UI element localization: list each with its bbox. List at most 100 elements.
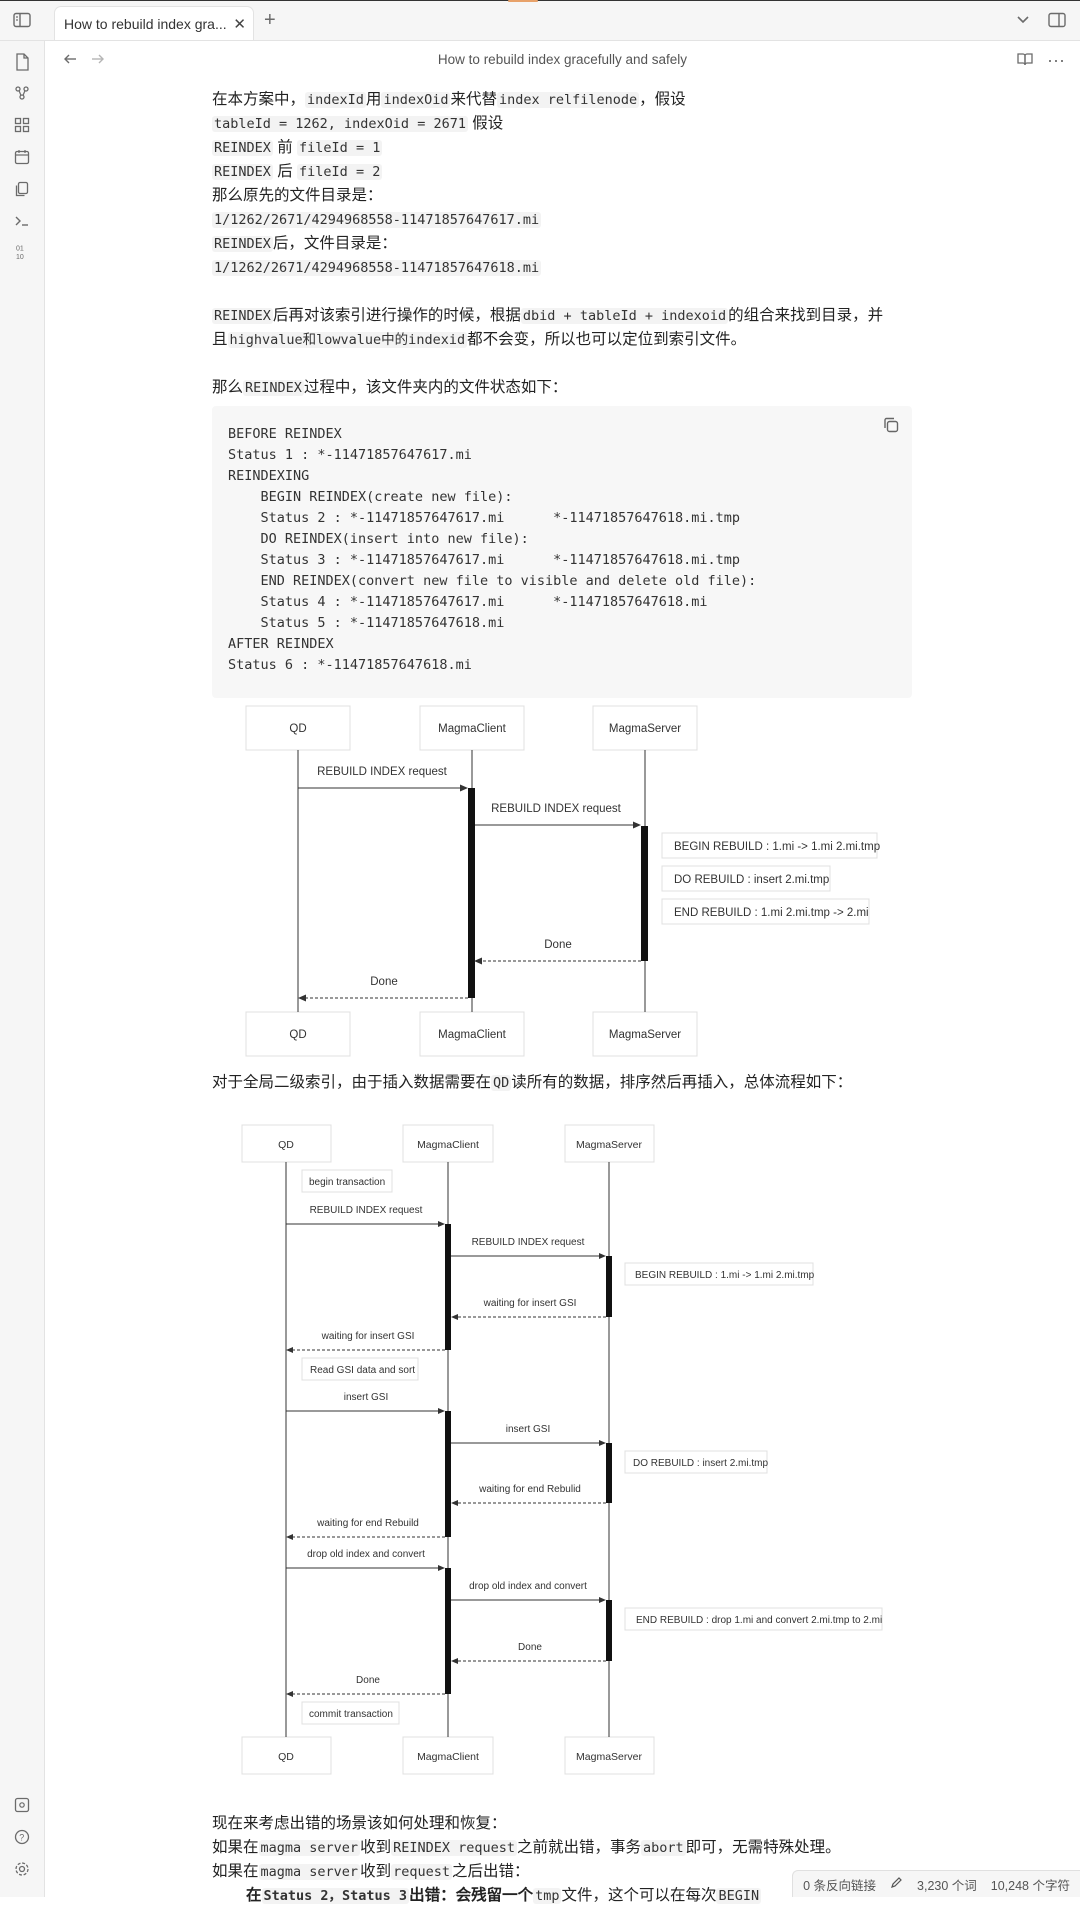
view-title[interactable]: How to rebuild index gracefully and safe… (437, 52, 688, 67)
tab-title: How to rebuild index gra... (64, 16, 227, 32)
arrow-head (298, 994, 306, 1002)
note-text: commit transaction (309, 1709, 393, 1720)
help-icon[interactable]: ? (0, 1829, 44, 1849)
copy-icon[interactable] (882, 416, 900, 439)
blank-line (212, 280, 912, 304)
note-text: BEGIN REBUILD : 1.mi -> 1.mi 2.mi.tmp (674, 841, 880, 853)
tab-bar: How to rebuild index gra... ✕ + (0, 0, 1080, 41)
note-box (624, 1262, 814, 1286)
arrow-head (599, 1597, 606, 1603)
actor-box (564, 1124, 655, 1163)
arrow-head (599, 1253, 606, 1259)
actor-label: MagmaClient (417, 1139, 479, 1151)
actor-box (419, 705, 525, 751)
calendar-icon[interactable] (0, 149, 44, 169)
code-text: BEFORE REINDEX Status 1 : *-114718576476… (228, 426, 757, 673)
paragraph: 1/1262/2671/4294968558-11471857647618.mi (212, 260, 542, 276)
activation-bar (468, 788, 475, 998)
sidebar-right-icon[interactable] (1048, 12, 1066, 32)
actor-label: MagmaClient (438, 1029, 507, 1041)
activation-bar (445, 1411, 451, 1537)
arrow-left-icon[interactable] (63, 53, 77, 69)
pencil-icon[interactable] (890, 1876, 903, 1892)
note-box (301, 1701, 400, 1725)
actor-label: MagmaServer (609, 1029, 681, 1041)
arrow-head (451, 1314, 458, 1320)
activation-bar (641, 826, 648, 961)
graph-view-icon[interactable] (0, 85, 44, 105)
tab-active-note[interactable]: How to rebuild index gra... ✕ (54, 6, 254, 40)
note-box (661, 832, 878, 859)
more-horizontal-icon[interactable]: ··· (1047, 50, 1065, 70)
message-label: REBUILD INDEX request (472, 1237, 585, 1248)
note-text: begin transaction (309, 1177, 385, 1188)
blank-line (212, 352, 912, 376)
view-header: How to rebuild index gracefully and safe… (45, 41, 1080, 79)
arrow-head (633, 821, 641, 829)
message-label: waiting for insert GSI (483, 1298, 577, 1309)
actor-label: MagmaClient (417, 1751, 479, 1763)
actor-label: MagmaClient (438, 723, 507, 735)
terminal-icon[interactable] (0, 213, 44, 233)
message-label: REBUILD INDEX request (317, 766, 448, 778)
actor-box (241, 1124, 332, 1163)
message-label: REBUILD INDEX request (310, 1205, 423, 1216)
activation-bar (445, 1568, 451, 1694)
actor-label: QD (278, 1751, 294, 1763)
activation-bar (445, 1224, 451, 1350)
arrow-head (286, 1691, 293, 1697)
note-text: END REBUILD : 1.mi 2.mi.tmp -> 2.mi (674, 907, 869, 919)
note-box (661, 898, 870, 925)
message-label: drop old index and convert (469, 1581, 587, 1592)
chevron-down-icon[interactable] (1016, 13, 1030, 29)
activation-bar (606, 1256, 612, 1317)
book-open-icon[interactable] (1017, 52, 1033, 70)
note-text: END REBUILD : drop 1.mi and convert 2.mi… (636, 1615, 882, 1626)
sidebar-left-icon[interactable] (13, 12, 31, 32)
actor-box (564, 1736, 655, 1775)
message-label: Done (370, 976, 398, 988)
note-text: BEGIN REBUILD : 1.mi -> 1.mi 2.mi.tmp (635, 1270, 815, 1281)
activation-bar (606, 1443, 612, 1503)
settings-gear-icon[interactable] (0, 1861, 44, 1881)
word-count: 3,230 个词 (917, 1878, 977, 1893)
arrow-head (286, 1347, 293, 1353)
arrow-head (438, 1408, 445, 1414)
actor-box (419, 1011, 525, 1057)
arrow-head (460, 784, 468, 792)
actor-label: MagmaServer (576, 1139, 642, 1151)
message-label: drop old index and convert (307, 1549, 425, 1560)
copy-files-icon[interactable] (0, 181, 44, 201)
actor-box (245, 1011, 351, 1057)
arrow-head (599, 1440, 606, 1446)
arrow-head (438, 1221, 445, 1227)
arrow-head (438, 1565, 445, 1571)
canvas-icon[interactable] (0, 117, 44, 137)
actor-box (592, 705, 698, 751)
message-label: Done (356, 1675, 380, 1686)
paragraph: 现在来考虑出错的场景该如何处理和恢复： (212, 1815, 507, 1832)
new-tab-button[interactable]: + (264, 9, 276, 31)
close-icon[interactable]: ✕ (233, 16, 246, 33)
paragraph: 1/1262/2671/4294968558-11471857647617.mi (212, 212, 542, 228)
window-accent (508, 0, 538, 2)
file-explorer-icon[interactable] (0, 53, 44, 75)
vault-switch-icon[interactable] (0, 1797, 44, 1817)
note-box (301, 1169, 393, 1193)
backlinks-count[interactable]: 0 条反向链接 (803, 1878, 877, 1893)
arrow-head (451, 1658, 458, 1664)
window-top-edge (0, 0, 1080, 1)
arrow-right-icon[interactable] (91, 53, 105, 69)
code-block[interactable]: BEFORE REINDEX Status 1 : *-114718576476… (212, 406, 912, 698)
actor-label: QD (289, 1029, 306, 1041)
